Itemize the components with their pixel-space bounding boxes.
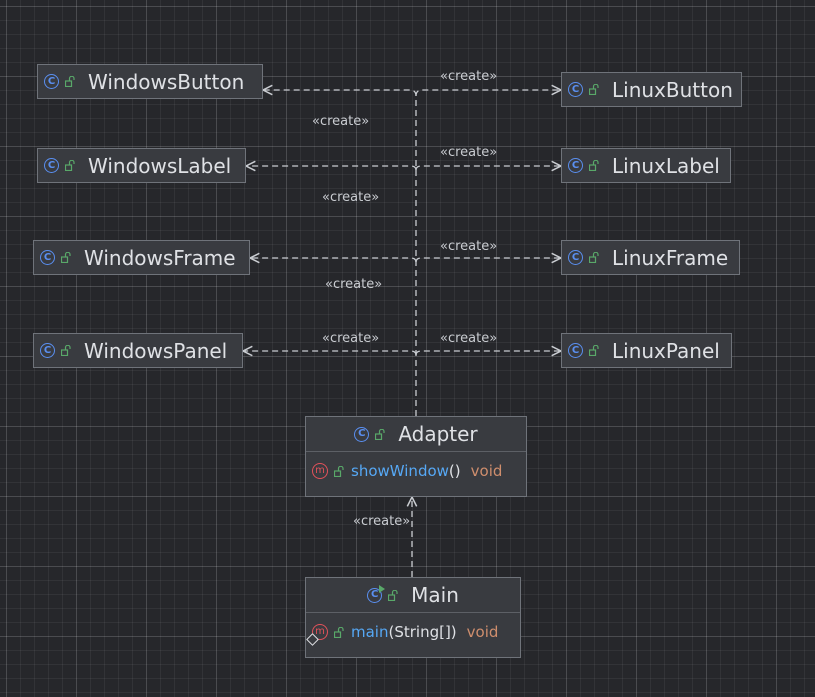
class-name: WindowsFrame [84,245,236,270]
static-method-icon: m [306,624,328,646]
edge-adapter-windows-button [263,90,417,97]
class-name: WindowsButton [88,69,245,94]
class-icon: C [44,158,59,173]
static-marker-icon [306,633,319,646]
public-icon [334,626,344,638]
class-node-linux-frame[interactable]: C LinuxFrame [561,240,740,275]
method-return-type: void [466,623,499,641]
public-icon [375,428,385,440]
public-icon [388,589,398,601]
class-icon: C [40,343,55,358]
edge-label: «create» [353,514,411,529]
public-icon [61,252,71,263]
class-name: LinuxPanel [612,338,720,363]
edge-adapter-linux-label [415,166,561,170]
edge-adapter-linux-frame [415,258,561,262]
method-return-type: void [470,462,503,480]
public-icon [589,84,599,95]
edge-label: «create» [312,114,370,129]
class-node-linux-button[interactable]: C LinuxButton [561,72,742,107]
class-name: Adapter [398,422,478,446]
edge-adapter-windows-frame [250,258,417,262]
public-icon [589,160,599,171]
class-name: LinuxFrame [612,245,729,270]
method-row[interactable]: m showWindow () void [306,452,526,490]
class-icon: C [568,82,583,97]
class-name: LinuxLabel [612,153,720,178]
class-node-linux-label[interactable]: C LinuxLabel [561,148,731,183]
class-node-adapter[interactable]: C Adapter m showWindow () void [305,416,527,497]
edge-adapter-windows-panel [243,351,417,355]
class-icon: C [44,74,59,89]
class-name: WindowsPanel [84,338,228,363]
public-icon [334,465,344,477]
class-icon: C [568,158,583,173]
method-name: showWindow [351,462,449,480]
edge-label: «create» [440,331,498,346]
method-icon: m [312,463,328,479]
class-node-windows-label[interactable]: C WindowsLabel [37,148,246,183]
public-icon [589,252,599,263]
class-node-linux-panel[interactable]: C LinuxPanel [561,333,732,368]
method-row[interactable]: m main (String[]) void [306,613,520,651]
class-node-main[interactable]: C Main m main (String[]) void [305,577,521,658]
edge-adapter-windows-label [246,166,417,170]
edge-adapter-linux-button [415,90,561,97]
method-params: (String[]) [388,623,457,641]
public-icon [65,76,75,87]
edge-label: «create» [322,331,380,346]
class-node-windows-button[interactable]: C WindowsButton [37,64,263,99]
edge-label: «create» [325,277,383,292]
public-icon [589,345,599,356]
edge-adapter-linux-panel [415,351,561,355]
class-node-windows-panel[interactable]: C WindowsPanel [33,333,243,368]
edge-label: «create» [440,145,498,160]
class-icon: C [568,343,583,358]
class-name: WindowsLabel [88,153,232,178]
class-icon: C [568,250,583,265]
public-icon [61,345,71,356]
public-icon [65,160,75,171]
class-node-windows-frame[interactable]: C WindowsFrame [33,240,250,275]
class-name: LinuxButton [612,77,733,102]
class-icon: C [40,250,55,265]
class-name: Main [411,583,459,607]
method-name: main [351,623,389,641]
edge-label: «create» [440,69,498,84]
class-icon: C [354,426,370,442]
runnable-class-icon: C [367,584,386,603]
method-params: () [448,462,461,480]
edge-label: «create» [440,239,498,254]
edge-label: «create» [322,190,380,205]
